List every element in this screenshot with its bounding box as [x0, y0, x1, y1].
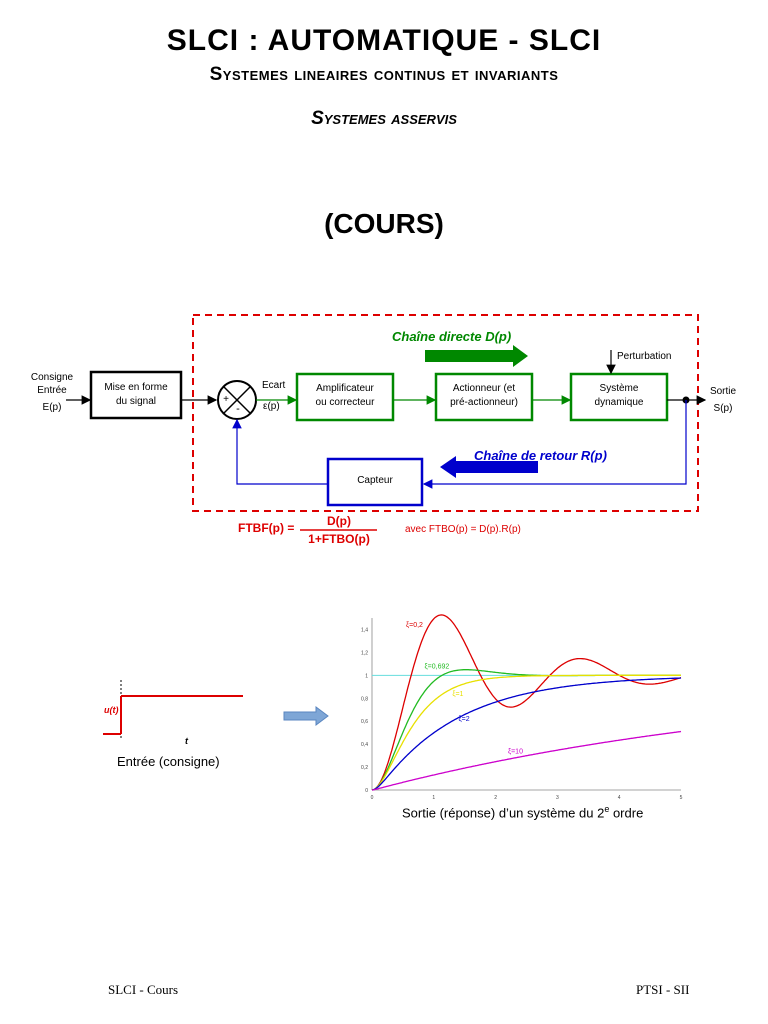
footer-right: PTSI - SII	[636, 982, 690, 997]
formula-denominator: 1+FTBO(p)	[308, 532, 370, 546]
output-label-2: S(p)	[714, 403, 733, 414]
series-line-0	[371, 614, 682, 791]
x-tick-label: 4	[618, 795, 621, 801]
block-systeme-line2: dynamique	[595, 397, 644, 408]
block-amplificateur	[295, 372, 395, 422]
x-tick-label: 3	[556, 795, 559, 801]
block-capteur	[326, 457, 424, 507]
block-systeme	[569, 372, 669, 422]
response-plot: 0 1 2 3 4 5 0 0,2 0,4 0,6 0,8 1 1,2 1,4 ξ=0,2 ξ=0,692 ξ…	[361, 614, 683, 801]
series-line-2	[371, 674, 681, 791]
y-tick-label: 1,4	[361, 627, 368, 633]
series-label-2: ξ=1	[452, 691, 463, 698]
document-kind: (COURS)	[324, 208, 444, 239]
step-xlabel: t	[185, 736, 189, 746]
series-line-4	[371, 730, 682, 791]
block-systeme-line1: Système	[600, 383, 639, 394]
series-label-1: ξ=0,692	[425, 663, 450, 670]
y-tick-label: 0,2	[361, 765, 368, 771]
formula-lhs: FTBF(p) =	[238, 521, 294, 535]
block-capteur-label: Capteur	[357, 475, 393, 486]
block-amplificateur-line2: ou correcteur	[316, 397, 376, 408]
block-diagram: Consigne Entrée E(p) Mise en forme du si…	[31, 314, 737, 546]
loop-frame	[192, 314, 699, 512]
chaine-retour-arrow	[440, 456, 538, 478]
block-actionneur-line1: Actionneur (et	[453, 383, 515, 394]
plus-sign: +	[223, 394, 229, 405]
series-line-3	[371, 677, 682, 791]
y-tick-label: 0,4	[361, 742, 368, 748]
y-tick-label: 1	[365, 673, 368, 679]
chaine-retour-label: Chaîne de retour R(p)	[474, 448, 607, 463]
transition-arrow	[283, 706, 329, 726]
block-actionneur-line2: pré-actionneur)	[450, 397, 518, 408]
block-mise-en-forme-line1: Mise en forme	[104, 382, 168, 393]
y-tick-label: 0,6	[361, 719, 368, 725]
y-tick-label: 0	[365, 788, 368, 794]
block-amplificateur-line1: Amplificateur	[316, 383, 374, 394]
output-label-1: Sortie	[710, 386, 737, 397]
section-title: Systemes asservis	[311, 108, 457, 129]
step-input-plot: u(t) t	[103, 680, 243, 746]
input-label-2: Entrée	[37, 385, 67, 396]
step-ylabel: u(t)	[104, 705, 119, 715]
series-label-4: ξ=10	[508, 748, 523, 755]
chaine-directe-arrow	[425, 345, 528, 367]
ecart-label: Ecart	[262, 380, 286, 391]
step-caption: Entrée (consigne)	[117, 754, 220, 769]
series-line-1	[371, 669, 681, 791]
block-actionneur	[434, 372, 534, 422]
block-mise-en-forme-line2: du signal	[116, 396, 156, 407]
footer-left: SLCI - Cours	[108, 982, 179, 997]
input-label-1: Consigne	[31, 372, 74, 383]
formula-avec: avec FTBO(p) = D(p).R(p)	[405, 524, 521, 535]
series-label-0: ξ=0,2	[406, 622, 423, 629]
page-title: SLCI : AUTOMATIQUE - SLCI	[166, 24, 602, 57]
chaine-directe-label: Chaîne directe D(p)	[392, 329, 511, 344]
minus-sign: -	[236, 403, 240, 415]
response-caption: Sortie (réponse) d’un système du 2e ordr…	[402, 804, 644, 821]
y-tick-label: 1,2	[361, 650, 368, 656]
formula-numerator: D(p)	[327, 514, 351, 528]
block-mise-en-forme	[89, 370, 183, 420]
page-subtitle: Systemes lineaires continus et invariant…	[209, 64, 559, 85]
y-tick-label: 0,8	[361, 696, 368, 702]
ecart-symbol: ε(p)	[263, 401, 280, 412]
x-tick-label: 0	[371, 795, 374, 801]
perturbation-label: Perturbation	[617, 351, 671, 362]
x-tick-label: 5	[680, 795, 683, 801]
x-tick-label: 2	[494, 795, 497, 801]
x-tick-label: 1	[432, 795, 435, 801]
input-label-3: E(p)	[43, 402, 62, 413]
series-label-3: ξ=2	[459, 716, 470, 723]
